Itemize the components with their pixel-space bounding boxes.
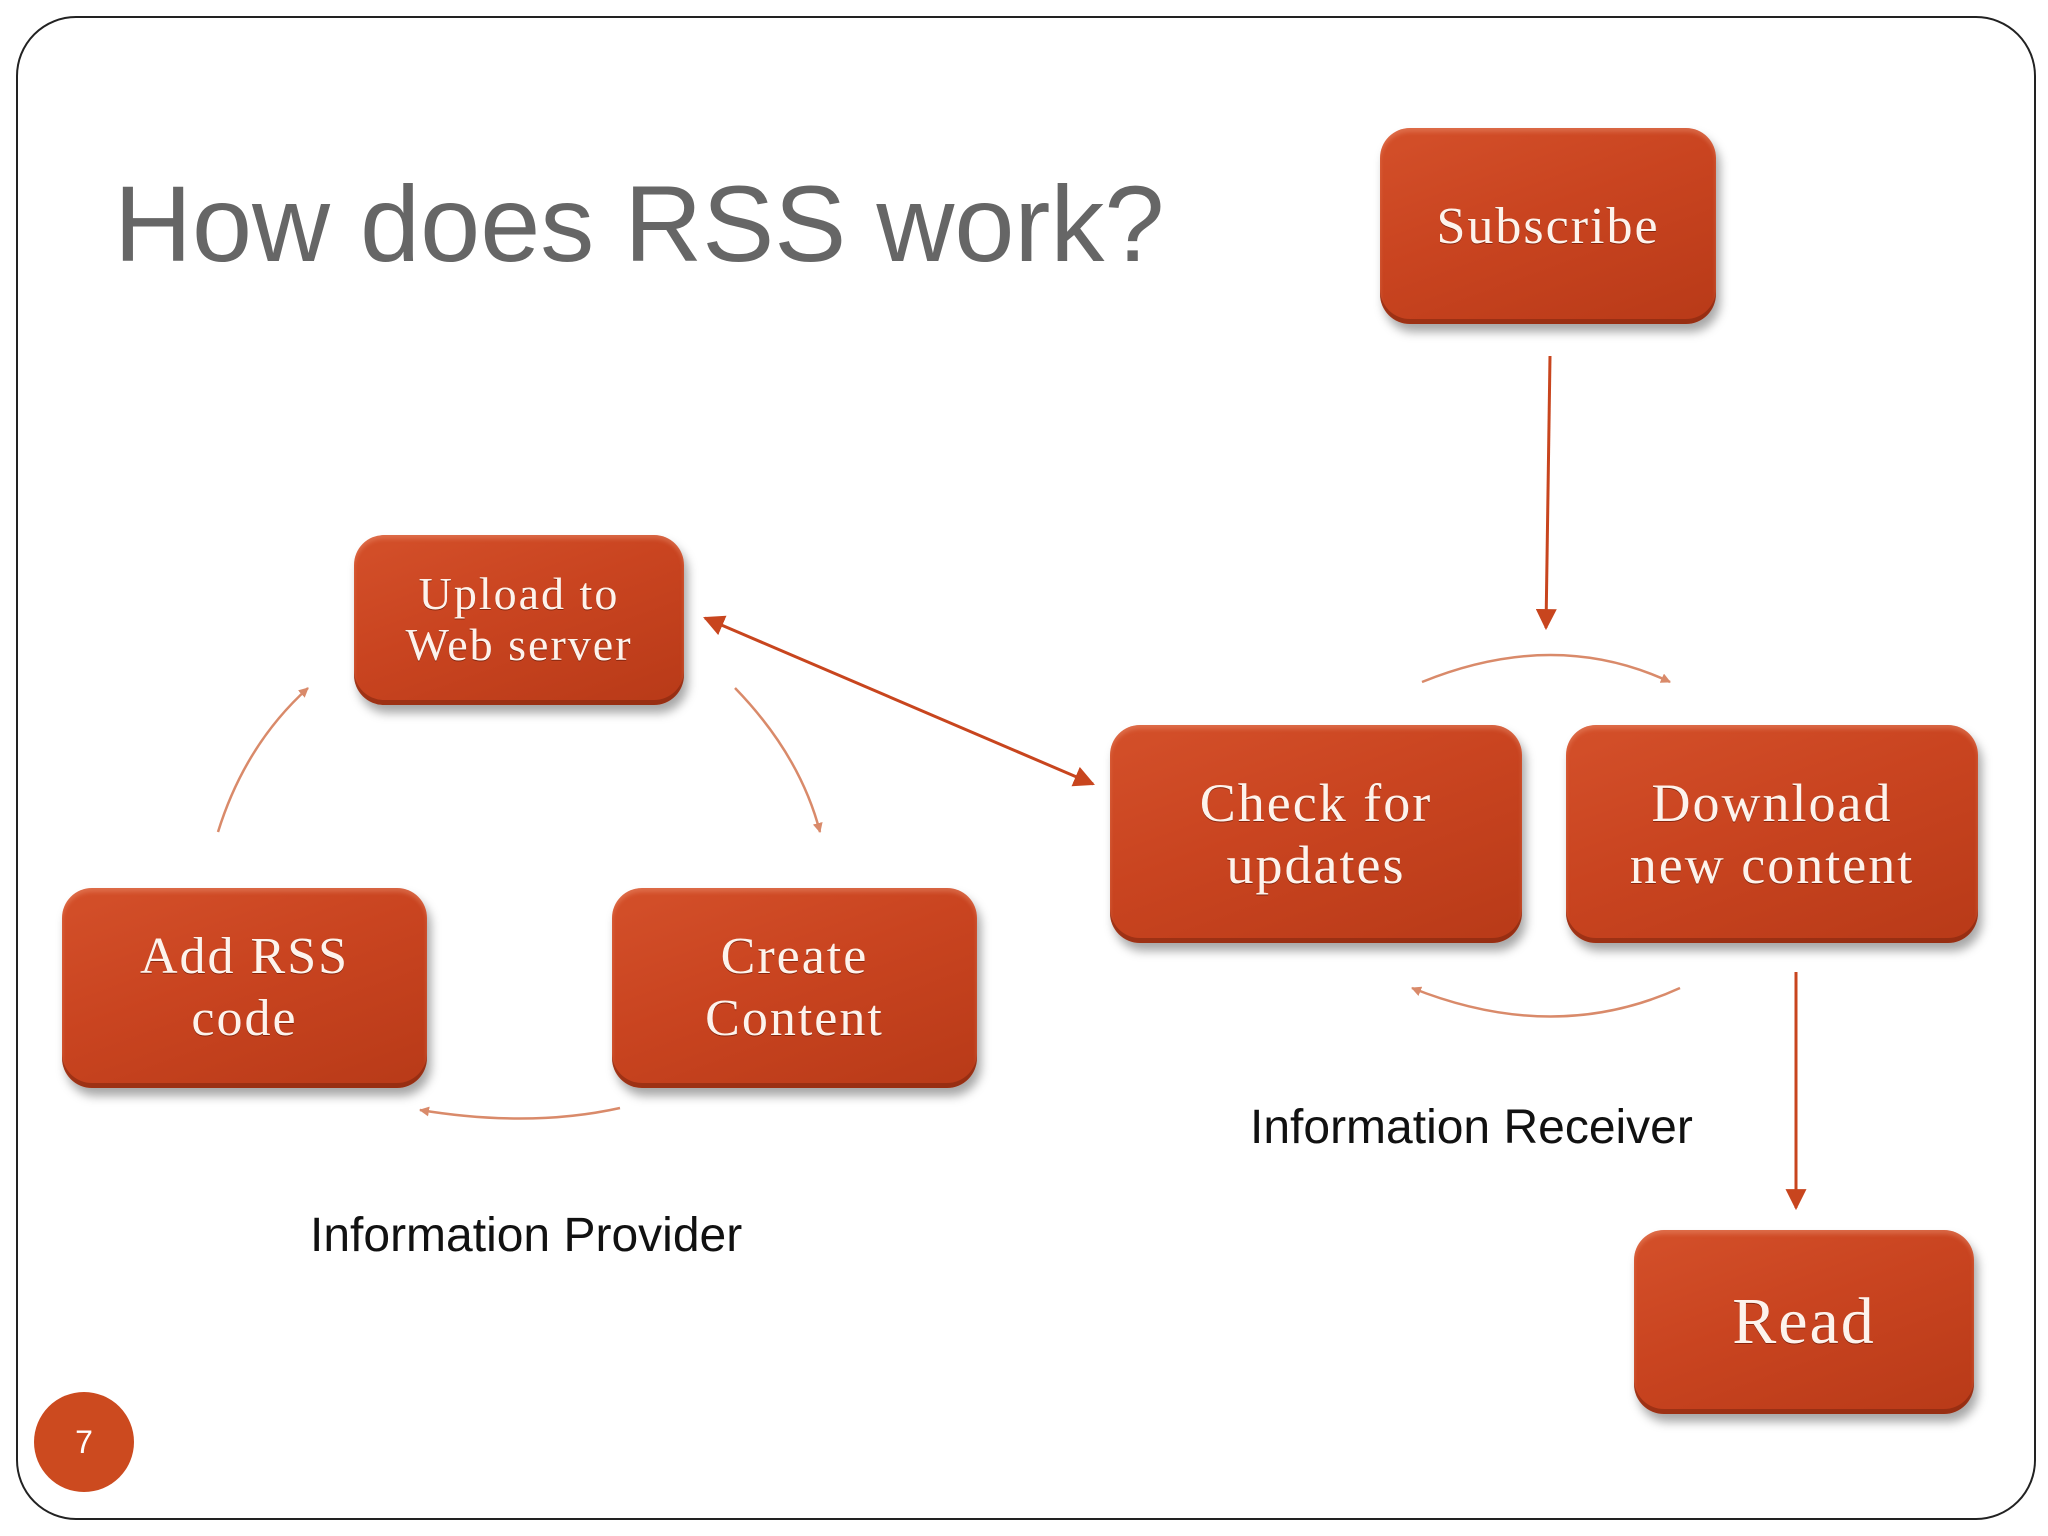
cycle-arc-create-to-addrss bbox=[419, 1106, 621, 1120]
cycle-arc-upload-to-create bbox=[734, 687, 823, 833]
node-upload-to-web-server: Upload to Web server bbox=[354, 535, 684, 705]
node-subscribe: Subscribe bbox=[1380, 128, 1716, 324]
arrow-subscribe-down bbox=[1535, 355, 1557, 631]
cycle-arc-check-to-download bbox=[1421, 653, 1671, 684]
label-information-receiver: Information Receiver bbox=[1250, 1101, 1693, 1154]
cycle-arc-download-to-check bbox=[1411, 986, 1681, 1018]
node-read: Read bbox=[1634, 1230, 1974, 1414]
node-check-for-updates: Check for updates bbox=[1110, 725, 1522, 943]
node-download-new-content: Download new content bbox=[1566, 725, 1978, 943]
node-add-rss-code: Add RSS code bbox=[62, 888, 427, 1088]
slide-title: How does RSS work? bbox=[114, 163, 1165, 284]
label-information-provider: Information Provider bbox=[310, 1209, 743, 1262]
arrow-upload-check-bidirectional bbox=[703, 615, 1095, 787]
page-number-badge: 7 bbox=[34, 1392, 134, 1492]
cycle-arc-addrss-to-upload bbox=[216, 687, 309, 833]
node-create-content: Create Content bbox=[612, 888, 977, 1088]
